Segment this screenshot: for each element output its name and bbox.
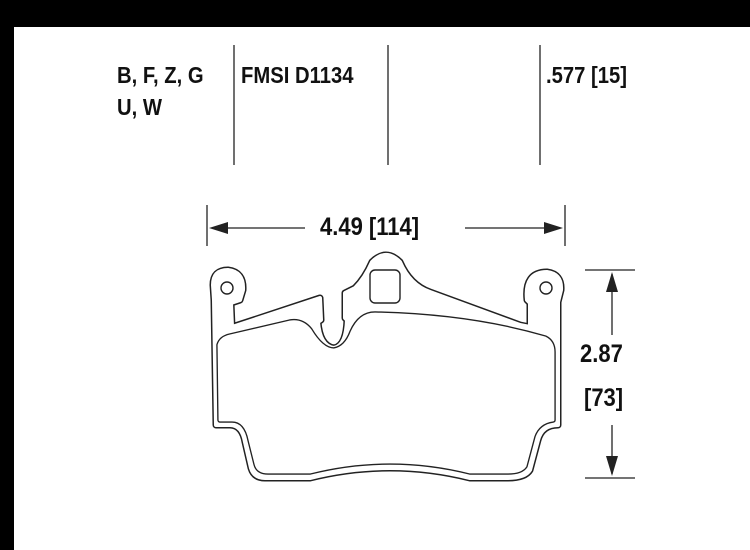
compound-list-line2: U, W — [117, 94, 162, 120]
left-border — [0, 0, 14, 550]
width-dimension: 4.49 [114] — [320, 213, 420, 241]
arrowhead — [209, 222, 228, 234]
arrowhead — [544, 222, 563, 234]
center-tab-slot — [369, 269, 401, 304]
height-dimension-inches: 2.87 — [580, 340, 623, 368]
header-bar — [0, 0, 750, 27]
friction-material-outline — [216, 311, 556, 475]
height-dimension-mm: [73] — [584, 384, 624, 412]
compound-list-line1: B, F, Z, G — [117, 62, 204, 88]
mounting-hole-left — [220, 281, 234, 295]
fmsi-number: FMSI D1134 — [241, 62, 354, 88]
thickness-dimension: .577 [15] — [546, 62, 628, 88]
mounting-hole-right — [539, 281, 553, 295]
arrowhead — [606, 456, 618, 476]
arrowhead — [606, 272, 618, 292]
